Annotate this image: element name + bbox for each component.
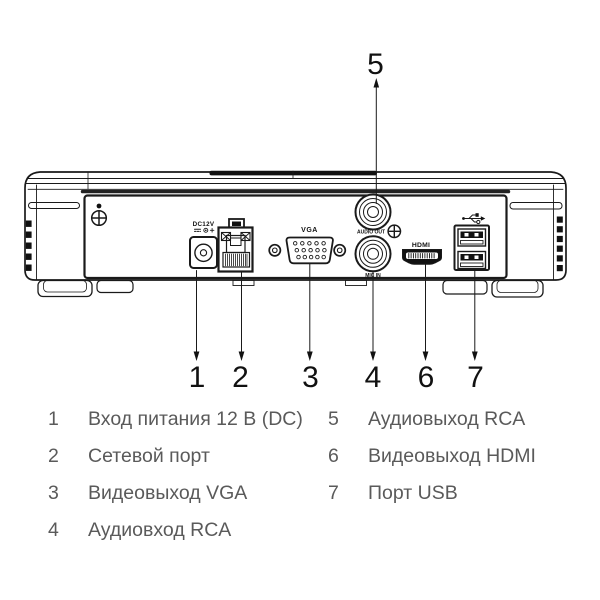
legend-item-label: Вход питания 12 В (DC) [88,407,303,430]
hdmi-port: HDMI [402,242,442,265]
legend-item-number: 6 [328,444,339,467]
callout-number-1: 1 [189,361,206,394]
callout-numbers: 1 2 3 4 5 6 7 [189,48,484,394]
callout-number-7: 7 [467,361,484,394]
left-vent-holes [25,220,32,271]
callout-number-3: 3 [302,361,319,394]
legend-left-column: 1 Вход питания 12 В (DC) 2 Сетевой порт … [48,408,303,556]
legend-item-number: 3 [48,481,59,504]
right-slot [509,202,563,210]
legend-item-number: 7 [328,481,339,504]
legend-item-label: Сетевой порт [88,444,210,467]
callout-number-5: 5 [367,48,384,81]
legend-item-label: Видеовыход VGA [88,481,248,504]
screw-icon [90,203,108,227]
right-vent-holes [556,216,563,272]
network-port [217,218,254,273]
usb-ports [453,213,490,271]
callout-number-2: 2 [232,361,249,394]
legend-item: 1 Вход питания 12 В (DC) [48,408,303,430]
legend-item-number: 4 [48,518,59,541]
legend-item: 6 Видеовыход HDMI [328,445,536,467]
power-port: DC12V [189,221,218,269]
legend-item-number: 2 [48,444,59,467]
legend-item: 3 Видеовыход VGA [48,482,303,504]
legend-item: 4 Аудиовход RCA [48,519,303,541]
power-port-label: DC12V [193,221,215,228]
legend-item-number: 5 [328,407,339,430]
legend-item-label: Аудиовход RCA [88,518,232,541]
panel-screw-icon [387,224,402,239]
device-feet [37,279,544,298]
audio-out-label: AUDIO OUT [357,229,385,235]
legend-item: 7 Порт USB [328,482,536,504]
legend-right-column: 5 Аудиовыход RCA 6 Видеовыход HDMI 7 Пор… [328,408,536,519]
legend-item-number: 1 [48,407,59,430]
callout-number-4: 4 [365,361,382,394]
hdmi-port-label: HDMI [412,242,430,249]
callout-number-6: 6 [418,361,435,394]
left-slot [28,202,80,209]
dc-polarity-icon [194,227,215,233]
callout-lines [193,78,478,361]
rear-view-drawing: DC12V [24,48,567,394]
vga-port-label: VGA [301,227,318,234]
legend-item: 2 Сетевой порт [48,445,303,467]
audio-out-port: AUDIO OUT [354,193,402,239]
legend-item-label: Видеовыход HDMI [368,444,536,467]
usb-icon [462,213,486,225]
vga-port: VGA [268,227,347,265]
legend-item-label: Порт USB [368,481,458,504]
legend-item: 5 Аудиовыход RCA [328,408,536,430]
legend-item-label: Аудиовыход RCA [368,407,526,430]
